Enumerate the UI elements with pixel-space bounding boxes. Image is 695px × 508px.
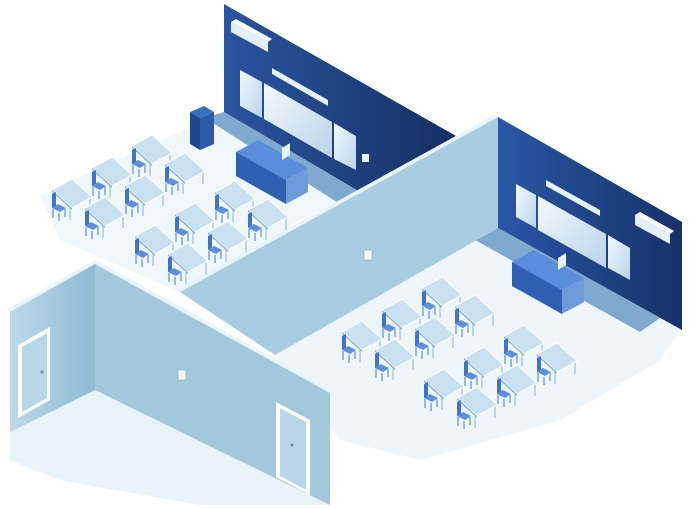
wall-switch-left [362, 154, 369, 162]
door-handle [40, 370, 44, 374]
student-chair [92, 170, 106, 199]
student-chair [424, 382, 438, 411]
student-chair [497, 378, 511, 407]
student-desk [51, 178, 93, 221]
student-chair [132, 148, 146, 177]
student-chair [422, 290, 436, 319]
student-desk [247, 198, 289, 241]
front-room-front-wall [95, 262, 330, 505]
student-desk [164, 152, 206, 195]
teacher-desk-left [236, 140, 308, 204]
student-chair [175, 216, 189, 245]
student-chair [85, 210, 99, 239]
student-desk [463, 346, 505, 389]
wall-switch-front [177, 369, 187, 381]
student-chair [415, 330, 429, 359]
wall-switch-partition [363, 249, 373, 261]
door-left[interactable] [18, 327, 50, 418]
floor-front-room [10, 390, 330, 505]
student-chair [135, 238, 149, 267]
student-desk [84, 196, 126, 239]
student-desk [134, 224, 176, 267]
student-desk [414, 316, 456, 359]
whiteboard-right-room [516, 180, 630, 280]
student-desk [381, 298, 423, 341]
student-chair [342, 334, 356, 363]
student-chair [504, 338, 518, 367]
student-desk [341, 320, 383, 363]
student-desks [51, 134, 578, 429]
student-chair [52, 192, 66, 221]
left-room-front-wall [224, 4, 456, 192]
student-desk [174, 202, 216, 245]
student-chair [168, 256, 182, 285]
right-room-front-wall [498, 117, 682, 330]
student-chair [215, 194, 229, 223]
whiteboard-left-room [240, 68, 356, 170]
student-chair [165, 166, 179, 195]
podium [190, 106, 214, 150]
student-chair [464, 360, 478, 389]
student-desk [91, 156, 133, 199]
student-desk [536, 342, 578, 385]
air-conditioner-right [635, 212, 674, 244]
student-desk [456, 386, 498, 429]
student-chair [125, 188, 139, 217]
student-desk [214, 180, 256, 223]
student-chair [208, 234, 222, 263]
student-desk [421, 276, 463, 319]
student-desk [374, 338, 416, 381]
air-conditioner-left [231, 19, 272, 52]
partition-wall [180, 117, 498, 355]
student-desk [207, 220, 249, 263]
student-chair [248, 212, 262, 241]
student-desk [167, 242, 209, 285]
student-desk [454, 294, 496, 337]
student-desk [496, 364, 538, 407]
student-desk [124, 174, 166, 217]
student-desk [131, 134, 173, 177]
partition-wall-top [176, 115, 498, 292]
door-front[interactable] [276, 402, 310, 495]
teacher-desk-right [512, 250, 584, 314]
student-chair [537, 356, 551, 385]
student-chair [382, 312, 396, 341]
student-chair [457, 400, 471, 429]
student-chair [375, 352, 389, 381]
student-chair [455, 308, 469, 337]
door-handle [290, 443, 294, 447]
